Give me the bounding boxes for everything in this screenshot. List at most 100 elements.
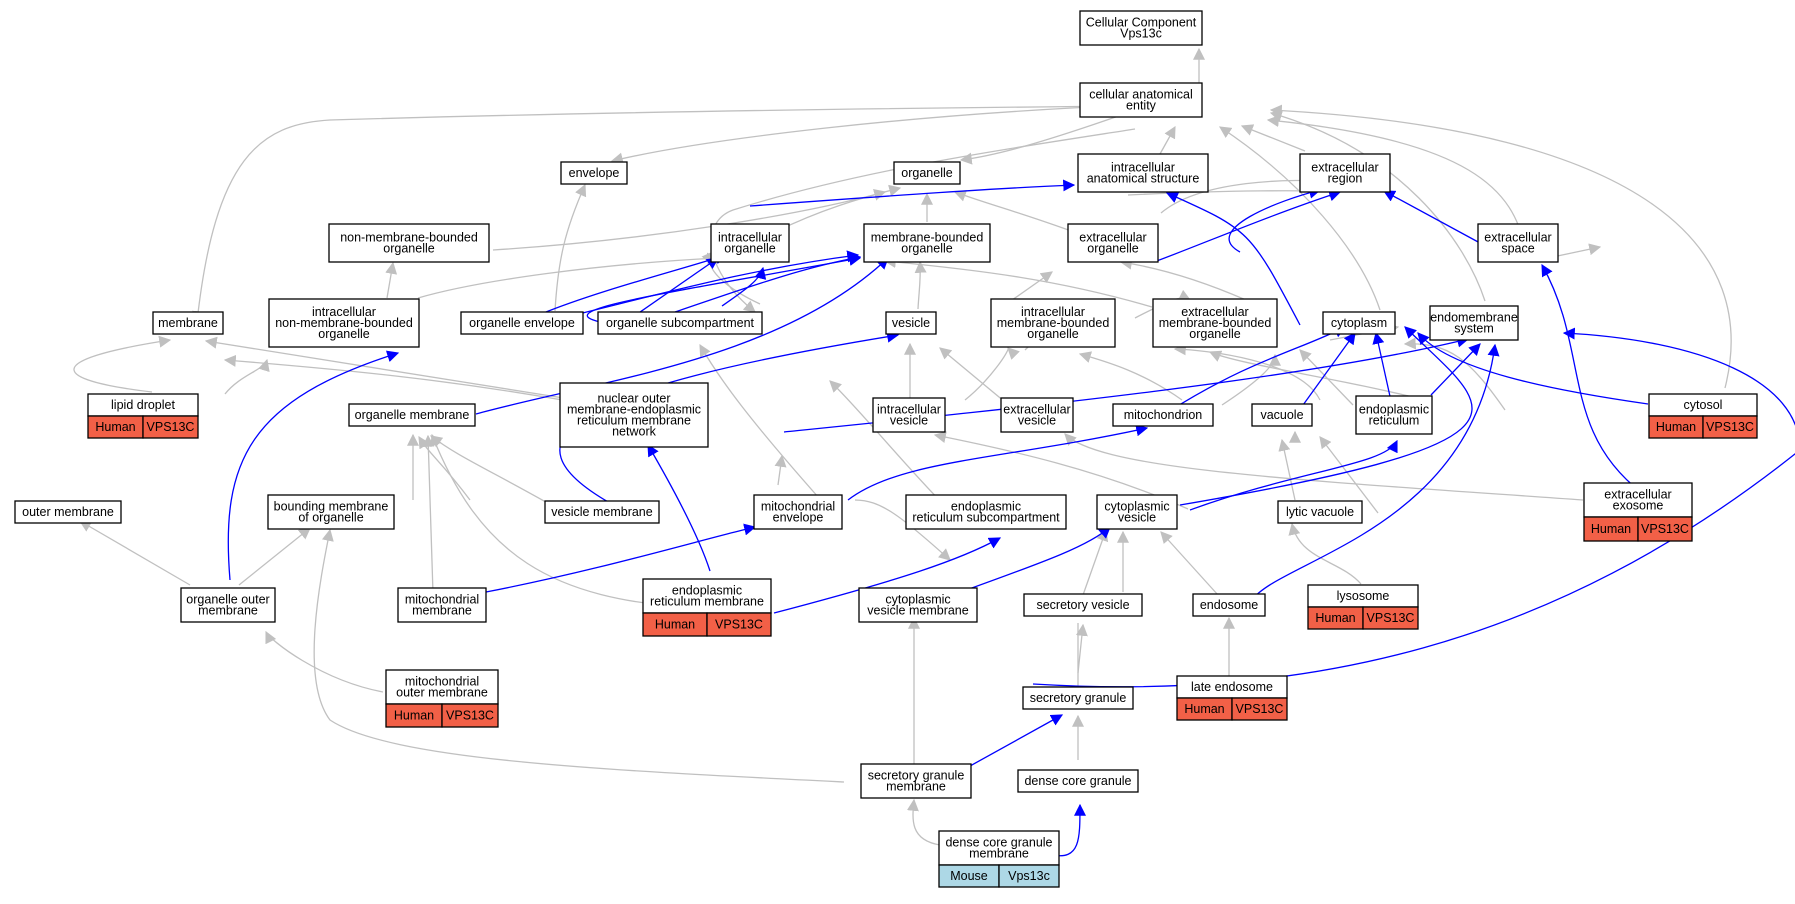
part-of-edge-88 <box>485 523 757 593</box>
svg-text:Human: Human <box>95 420 135 434</box>
node-outermem[interactable]: outer membrane <box>14 500 122 524</box>
annotation-gene[interactable]: Vps13c <box>998 864 1060 888</box>
node-label: membrane <box>886 780 946 794</box>
node-label: secretory vesicle <box>1036 598 1129 612</box>
node-lyticvac[interactable]: lytic vacuole <box>1277 500 1363 524</box>
svg-text:Vps13c: Vps13c <box>1008 869 1050 883</box>
node-vacuole[interactable]: vacuole <box>1251 403 1313 427</box>
annotation-species[interactable]: Mouse <box>938 864 1000 888</box>
annotation-gene[interactable]: VPS13C <box>1362 606 1419 630</box>
annotation-species[interactable]: Human <box>1307 606 1364 630</box>
annotation-species[interactable]: Human <box>1176 697 1233 721</box>
node-secves[interactable]: secretory vesicle <box>1023 593 1143 617</box>
node-nomer[interactable]: nuclear outermembrane-endoplasmicreticul… <box>559 382 709 448</box>
node-secgran[interactable]: secretory granule <box>1022 686 1134 710</box>
node-label: reticulum membrane <box>650 595 764 609</box>
annotation-species[interactable]: Human <box>642 612 708 637</box>
node-label: lipid droplet <box>111 398 175 412</box>
node-box <box>1017 769 1139 793</box>
node-mito[interactable]: mitochondrion <box>1112 403 1214 427</box>
node-box <box>938 830 1060 866</box>
node-box <box>14 500 122 524</box>
node-box <box>328 223 490 263</box>
node-label: envelope <box>773 511 824 525</box>
node-label: bounding membrane <box>274 500 389 514</box>
node-organelle[interactable]: organelle <box>893 161 961 185</box>
annotation-species[interactable]: Human <box>1583 516 1639 542</box>
node-dcg[interactable]: dense core granule <box>1017 769 1139 793</box>
node-label: vesicle membrane <box>867 604 968 618</box>
node-label: organelle <box>318 327 369 341</box>
is-a-edge-30 <box>73 335 172 393</box>
annotation-species[interactable]: Human <box>1648 415 1704 439</box>
annotation-gene[interactable]: VPS13C <box>142 415 199 439</box>
node-inmbo[interactable]: intracellularnon-membrane-boundedorganel… <box>268 298 420 348</box>
node-endosome[interactable]: endosome <box>1192 593 1266 617</box>
node-label: anatomical structure <box>1087 172 1200 186</box>
is-a-edge-60 <box>265 630 384 693</box>
is-a-edge-5 <box>1240 124 1306 152</box>
node-label: mitochondrial <box>405 593 479 607</box>
node-orgenv[interactable]: organelle envelope <box>460 311 584 335</box>
node-label: reticulum subcompartment <box>912 511 1060 525</box>
is-a-edge-49 <box>1208 350 1433 403</box>
is-a-edge-12 <box>774 184 902 233</box>
node-box <box>990 298 1116 348</box>
node-membrane[interactable]: membrane <box>152 311 224 335</box>
node-vesmem[interactable]: vesicle membrane <box>544 500 660 524</box>
node-orgsub[interactable]: organelle subcompartment <box>597 311 763 335</box>
node-envelope[interactable]: envelope <box>560 161 628 185</box>
annotation-gene[interactable]: VPS13C <box>1702 415 1758 439</box>
annotation-gene[interactable]: VPS13C <box>706 612 772 637</box>
annotation-gene[interactable]: VPS13C <box>1637 516 1693 542</box>
edges-layer <box>73 47 1795 857</box>
annotation-gene[interactable]: VPS13C <box>1231 697 1288 721</box>
node-label: membrane-bounded <box>1159 316 1272 330</box>
node-label: organelle <box>1087 242 1138 256</box>
annotation-gene[interactable]: VPS13C <box>441 703 499 728</box>
node-label: endoplasmic <box>951 500 1021 514</box>
is-a-edge-57 <box>1082 528 1109 596</box>
annotation-species[interactable]: Human <box>385 703 443 728</box>
annotation-species[interactable]: Human <box>87 415 144 439</box>
node-orgmem[interactable]: organelle membrane <box>348 403 476 427</box>
node-vesicle[interactable]: vesicle <box>885 311 937 335</box>
node-label: lysosome <box>1337 589 1390 603</box>
is-a-edge-67 <box>906 798 941 846</box>
node-cytoplasm[interactable]: cytoplasm <box>1322 311 1396 335</box>
part-of-edge-93 <box>1297 332 1356 413</box>
is-a-edge-2 <box>610 104 1134 165</box>
node-label: mitochondrion <box>1124 408 1203 422</box>
